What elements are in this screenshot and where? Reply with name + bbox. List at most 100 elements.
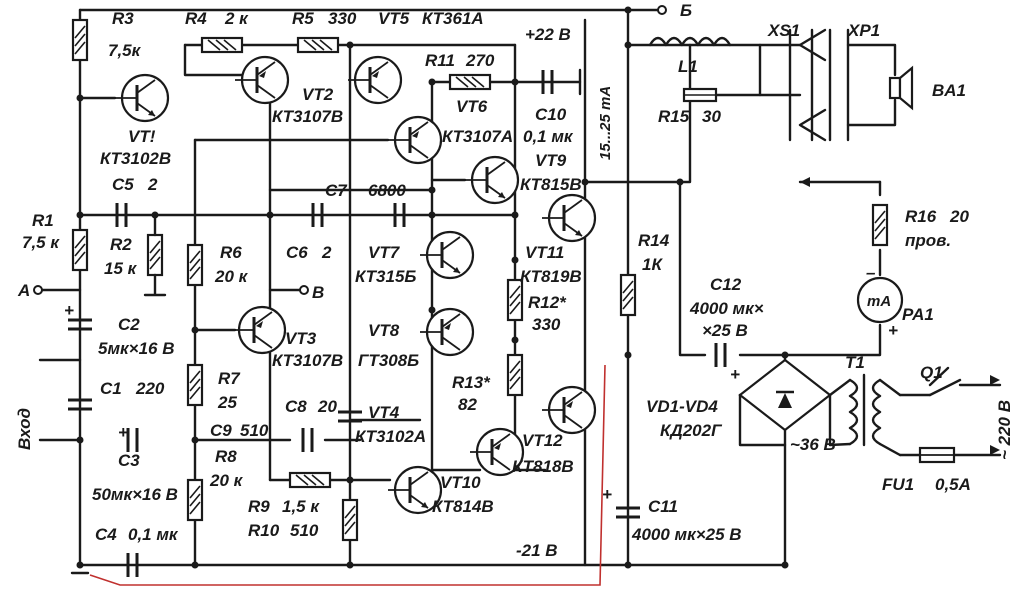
fuse-fu1 bbox=[918, 446, 956, 464]
label-vt11: VT11 bbox=[525, 243, 564, 262]
label-l1: L1 bbox=[678, 57, 698, 76]
label-r11-value: 270 bbox=[465, 51, 495, 70]
resistor-r11 bbox=[448, 73, 492, 91]
transistor-vt5 bbox=[348, 55, 403, 105]
label-r6: R6 bbox=[220, 243, 242, 262]
label-r1: R1 bbox=[32, 211, 54, 230]
label-c11: C11 bbox=[648, 497, 678, 516]
label-r4: R4 bbox=[185, 9, 207, 28]
red-annotation-line bbox=[89, 364, 606, 586]
label-c5-value: 2 bbox=[147, 175, 158, 194]
resistor-r8 bbox=[186, 478, 204, 522]
label-vt5-type: КТ361А bbox=[422, 9, 484, 28]
label-r2-value: 15 к bbox=[104, 259, 138, 278]
transistor-vt2 bbox=[235, 55, 290, 105]
transformer-t1 bbox=[828, 373, 902, 457]
label-r14-value: 1К bbox=[642, 255, 663, 274]
capacitor-c9 bbox=[301, 428, 314, 452]
label-c6-value: 2 bbox=[321, 243, 332, 262]
junction-dots bbox=[76, 6, 789, 569]
switch-q1 bbox=[928, 366, 1000, 455]
resistor-r4 bbox=[200, 36, 244, 54]
label-r5: R5 bbox=[292, 9, 314, 28]
label-36v: ~36 В bbox=[790, 435, 836, 454]
label-r7-value: 25 bbox=[217, 393, 237, 412]
label-c2: C2 bbox=[118, 315, 140, 334]
label-vt12-type: КТ818В bbox=[512, 457, 574, 476]
label-r13-value: 82 bbox=[458, 395, 477, 414]
resistor-r2 bbox=[146, 233, 164, 277]
label-vt1: VT! bbox=[128, 127, 156, 146]
label-input: Вход bbox=[15, 408, 34, 450]
transistor-vt7 bbox=[420, 230, 475, 280]
label-vt7-type: КТ315Б bbox=[355, 267, 416, 286]
label-vt12: VT12 bbox=[522, 431, 563, 450]
transistor-vt8 bbox=[420, 307, 475, 357]
label-r16: R16 bbox=[905, 207, 937, 226]
label-c11-value: 4000 мк×25 В bbox=[631, 525, 742, 544]
label-node-b: Б bbox=[680, 1, 692, 20]
label-vt10: VT10 bbox=[440, 473, 481, 492]
label-vt3: VT3 bbox=[285, 329, 317, 348]
label-c6: C6 bbox=[286, 243, 308, 262]
label-r14: R14 bbox=[638, 231, 670, 250]
label-vt9: VT9 bbox=[535, 151, 567, 170]
label-c2-value: 5мк×16 В bbox=[98, 339, 174, 358]
label-c12: C12 bbox=[710, 275, 742, 294]
label-c2-plus: + bbox=[64, 301, 74, 320]
label-vt6-type: КТ3107А bbox=[442, 127, 513, 146]
transistor-vt11 bbox=[542, 193, 597, 243]
label-ma: mA bbox=[867, 293, 891, 310]
resistor-r5 bbox=[296, 36, 340, 54]
label-r15: R15 bbox=[658, 107, 690, 126]
label-c10: C10 bbox=[535, 105, 567, 124]
label-c8: C8 bbox=[285, 397, 307, 416]
label-r3: R3 bbox=[112, 9, 134, 28]
label-vt1-type: КТ3102В bbox=[100, 149, 171, 168]
speaker-ba1 bbox=[888, 65, 914, 111]
label-plus22: +22 В bbox=[525, 25, 571, 44]
label-c12-value2: ×25 В bbox=[702, 321, 748, 340]
capacitor-c7 bbox=[393, 203, 406, 227]
milliammeter-pa1 bbox=[798, 177, 904, 324]
label-c11-plus: + bbox=[602, 485, 612, 504]
label-r9: R9 bbox=[248, 497, 270, 516]
label-vd-type: КД202Г bbox=[660, 421, 723, 440]
label-vt5: VT5 bbox=[378, 9, 410, 28]
label-vt8-type: ГТ308Б bbox=[358, 351, 419, 370]
capacitor-c6 bbox=[311, 203, 324, 227]
label-c4-value: 0,1 мк bbox=[128, 525, 179, 544]
label-c1-value: 220 bbox=[135, 379, 165, 398]
inductor-l1 bbox=[648, 36, 732, 47]
label-c7-value: 6800 bbox=[368, 181, 406, 200]
resistor-r14 bbox=[619, 273, 637, 317]
transistor-vt3 bbox=[232, 305, 287, 355]
label-meter-minus: – bbox=[866, 263, 876, 282]
label-c9: C9 bbox=[210, 421, 232, 440]
label-r12-value: 330 bbox=[532, 315, 561, 334]
label-vd: VD1-VD4 bbox=[646, 397, 718, 416]
label-r11: R11 bbox=[425, 51, 455, 70]
label-vt9-type: КТ815В bbox=[520, 175, 582, 194]
label-r9-value: 1,5 к bbox=[282, 497, 320, 516]
label-vt8: VT8 bbox=[368, 321, 400, 340]
label-vt4: VT4 bbox=[368, 403, 400, 422]
capacitor-c1 bbox=[68, 398, 92, 411]
label-vt6: VT6 bbox=[456, 97, 488, 116]
resistor-r16 bbox=[871, 203, 889, 247]
transistor-vt12 bbox=[542, 385, 597, 435]
capacitor-c10 bbox=[541, 68, 582, 96]
label-c1: C1 bbox=[100, 379, 122, 398]
label-r16-type: пров. bbox=[905, 231, 951, 250]
label-fu1: FU1 bbox=[882, 475, 914, 494]
label-vt7: VT7 bbox=[368, 243, 401, 262]
diode-bridge-vd1-vd4 bbox=[738, 358, 832, 432]
label-r15-value: 30 bbox=[702, 107, 721, 126]
label-node-v: В bbox=[312, 283, 324, 302]
label-xp1: XP1 bbox=[847, 21, 880, 40]
resistor-r9 bbox=[288, 471, 332, 489]
label-ba1: BA1 bbox=[932, 81, 966, 100]
label-q1: Q1 bbox=[920, 363, 943, 382]
resistor-r12 bbox=[506, 278, 524, 322]
label-vt2: VT2 bbox=[302, 85, 334, 104]
